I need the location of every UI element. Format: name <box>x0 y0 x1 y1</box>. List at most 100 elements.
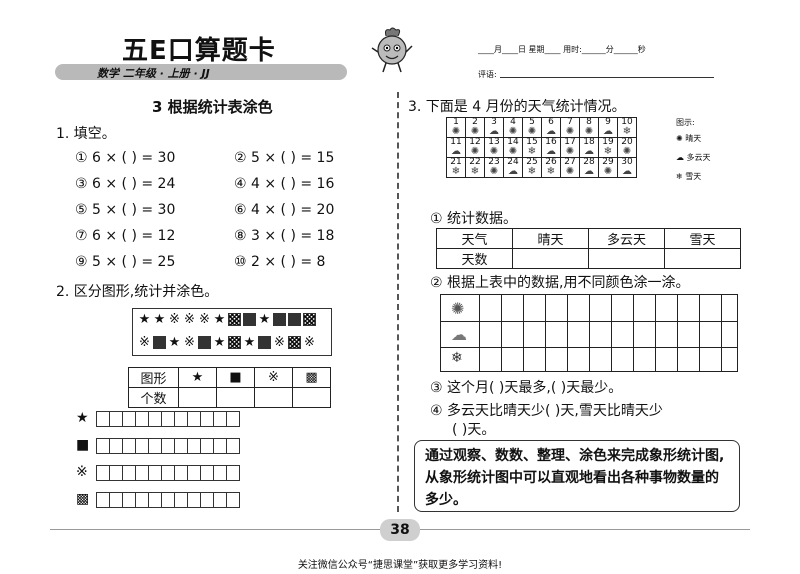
sun-icon: ✺ <box>584 126 594 137</box>
calendar-day: 25❄ <box>522 157 542 178</box>
grid-col-line <box>633 295 634 371</box>
calendar-day: 19❄ <box>598 137 618 158</box>
star-shape: ★ <box>153 312 166 327</box>
cloudy-icon: ☁ <box>489 126 499 137</box>
day-number: 24 <box>507 157 519 167</box>
bar-row-square[interactable] <box>96 438 240 454</box>
sun-icon: ✺ <box>565 126 575 137</box>
table-head-label: 图形 <box>128 367 179 388</box>
q1-label: 1. 填空。 <box>56 126 116 142</box>
star-shape: ★ <box>258 312 271 327</box>
sun-icon: ✺ <box>451 299 465 318</box>
calendar-day: 20✺ <box>617 137 637 158</box>
comment-line <box>500 77 714 78</box>
calendar-day: 9☁ <box>598 117 618 138</box>
grid-col-line <box>479 295 480 371</box>
equation-9: ⑨ 5 × ( ) = 25 <box>75 254 176 270</box>
calendar-day: 21❄ <box>446 157 466 178</box>
bar-row-star[interactable] <box>96 411 240 427</box>
grid-row-line <box>441 347 737 348</box>
calendar-day: 28☁ <box>579 157 599 178</box>
day-number: 21 <box>450 157 462 167</box>
calendar-day: 10❄ <box>617 117 637 138</box>
sun-icon: ✺ <box>527 126 537 137</box>
day-number: 30 <box>621 157 633 167</box>
grid-row-line <box>441 321 737 322</box>
day-number: 7 <box>567 117 573 127</box>
snow-icon: ❄ <box>451 350 463 366</box>
snow-icon: ❄ <box>676 172 683 181</box>
grid-col-line <box>699 295 700 371</box>
color-grid[interactable]: ✺ ☁ ❄ <box>440 294 738 372</box>
sun-icon: ✺ <box>676 134 683 143</box>
black-square-shape <box>198 336 211 349</box>
stat-head-cloudy: 多云天 <box>588 228 665 249</box>
black-square-shape <box>273 313 286 326</box>
calendar-day: 13✺ <box>484 137 504 158</box>
bar-row-checker[interactable] <box>96 492 240 508</box>
day-number: 22 <box>469 157 481 167</box>
mascot-icon <box>370 26 414 78</box>
count-cell[interactable] <box>216 387 255 408</box>
count-cell[interactable] <box>178 387 217 408</box>
center-divider <box>397 92 399 512</box>
day-number: 25 <box>526 157 538 167</box>
stat-cell[interactable] <box>588 248 665 269</box>
stat-cell[interactable] <box>512 248 589 269</box>
calendar-day: 15❄ <box>522 137 542 158</box>
day-number: 26 <box>545 157 557 167</box>
sun-icon: ✺ <box>470 126 480 137</box>
cloudy-icon: ☁ <box>676 153 684 162</box>
grid-col-line <box>523 295 524 371</box>
equation-6: ⑥ 4 × ( ) = 20 <box>234 202 335 218</box>
equation-4: ④ 4 × ( ) = 16 <box>234 176 335 192</box>
calendar-day: 2✺ <box>465 117 485 138</box>
star-shape: ★ <box>213 335 226 350</box>
day-number: 15 <box>526 137 538 147</box>
sun-icon: ✺ <box>565 146 575 157</box>
stat-cell[interactable] <box>664 248 741 269</box>
calendar-day: 1✺ <box>446 117 466 138</box>
count-cell[interactable] <box>254 387 293 408</box>
table-head-star: ★ <box>178 367 217 388</box>
table-head-checker: ▩ <box>292 367 331 388</box>
calendar-day: 22❄ <box>465 157 485 178</box>
legend-snow-label: 雪天 <box>685 172 702 181</box>
section-title: 3 根据统计表涂色 <box>152 98 273 116</box>
cloudy-icon: ☁ <box>546 126 556 137</box>
day-number: 18 <box>583 137 595 147</box>
day-number: 28 <box>583 157 595 167</box>
day-number: 27 <box>564 157 576 167</box>
bar-row-cross[interactable] <box>96 465 240 481</box>
day-number: 11 <box>450 137 462 147</box>
cross-mark-shape: ※ <box>199 312 210 327</box>
cloudy-icon: ☁ <box>622 166 632 177</box>
day-number: 23 <box>488 157 500 167</box>
grid-col-line <box>677 295 678 371</box>
date-time-line: ____月____日 星期____ 用时:______分______秒 <box>478 45 646 54</box>
day-number: 8 <box>586 117 592 127</box>
comment-label: 评语: <box>478 70 497 79</box>
weather-stat-table: 天气 晴天 多云天 雪天 天数 <box>436 228 741 269</box>
legend-sunny: ✺ 晴天 <box>676 133 701 144</box>
subtitle-text: 数学 二年级 · 上册 · JJ <box>97 67 210 80</box>
calendar-day: 16☁ <box>541 137 561 158</box>
stat-head-sunny: 晴天 <box>512 228 589 249</box>
star-shape: ★ <box>168 335 181 350</box>
grid-col-line <box>567 295 568 371</box>
sun-icon: ✺ <box>603 166 613 177</box>
legend-cloudy: ☁ 多云天 <box>676 152 711 163</box>
grid-col-line <box>721 295 722 371</box>
sun-icon: ✺ <box>470 146 480 157</box>
cross-mark-shape: ※ <box>184 312 195 327</box>
calendar-day: 26❄ <box>541 157 561 178</box>
count-cell[interactable] <box>292 387 331 408</box>
day-number: 9 <box>605 117 611 127</box>
day-number: 29 <box>602 157 614 167</box>
cloudy-icon: ☁ <box>508 166 518 177</box>
equation-10: ⑩ 2 × ( ) = 8 <box>234 254 326 270</box>
day-number: 10 <box>621 117 633 127</box>
calendar-day: 5✺ <box>522 117 542 138</box>
sub3-label: ③ 这个月( )天最多,( )天最少。 <box>430 380 623 396</box>
snow-icon: ❄ <box>451 166 461 177</box>
